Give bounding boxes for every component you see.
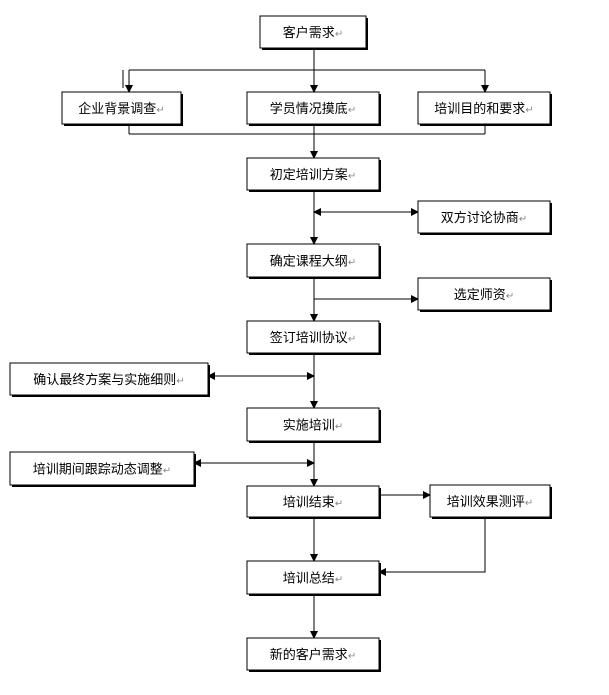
node-box <box>259 15 367 49</box>
paragraph-mark-icon: ↵ <box>519 214 527 225</box>
paragraph-mark-icon: ↵ <box>525 105 533 116</box>
node-box <box>246 91 380 125</box>
node-label: 培训期间跟踪动态调整↵ <box>33 462 171 478</box>
node-box <box>246 485 380 518</box>
paragraph-mark-icon: ↵ <box>348 258 356 269</box>
node-track-adjust: 培训期间跟踪动态调整↵ <box>9 451 196 487</box>
node-label: 签订培训协议↵ <box>270 330 356 346</box>
node-label: 培训结束↵ <box>283 495 343 511</box>
node-company-background: 企业背景调查↵ <box>61 91 183 126</box>
paragraph-mark-icon: ↵ <box>335 422 343 433</box>
node-label: 培训效果测评↵ <box>447 494 533 510</box>
node-box <box>9 451 195 486</box>
paragraph-mark-icon: ↵ <box>525 498 533 509</box>
node-label: 初定培训方案↵ <box>270 167 356 183</box>
node-customer-demand: 客户需求↵ <box>259 15 368 50</box>
node-box <box>417 277 551 311</box>
node-label: 实施培训↵ <box>283 418 343 434</box>
paragraph-mark-icon: ↵ <box>156 105 164 116</box>
node-label: 学员情况摸底↵ <box>270 101 356 117</box>
paragraph-mark-icon: ↵ <box>335 29 343 40</box>
node-box <box>246 243 380 278</box>
node-box <box>246 637 380 671</box>
node-label: 确定课程大纲↵ <box>270 255 356 270</box>
node-evaluation: 培训效果测评↵ <box>429 484 552 519</box>
connector-lines <box>122 48 489 639</box>
node-box <box>61 91 182 125</box>
node-box <box>429 484 551 518</box>
node-label: 客户需求↵ <box>283 25 343 41</box>
node-box <box>246 320 380 354</box>
connector-line <box>378 517 486 576</box>
flow-nodes: 客户需求↵ 企业背景调查↵ 学员情况摸底↵ 培训目的和要求↵ 初定培训方案↵ 双方讨论协商… <box>9 15 552 672</box>
node-trainee-survey: 学员情况摸底↵ <box>246 91 381 126</box>
paragraph-mark-icon: ↵ <box>348 171 356 182</box>
paragraph-mark-icon: ↵ <box>163 466 171 477</box>
node-box <box>246 157 380 191</box>
node-select-teacher: 选定师资↵ <box>417 277 552 312</box>
node-confirm-plan: 确认最终方案与实施细则↵ <box>9 362 210 397</box>
node-summary: 培训总结↵ <box>246 560 381 596</box>
node-box <box>246 560 380 595</box>
node-label: 选定师资↵ <box>454 288 514 303</box>
node-sign-agreement: 签订培训协议↵ <box>246 320 381 355</box>
paragraph-mark-icon: ↵ <box>348 651 356 662</box>
node-training-end: 培训结束↵ <box>246 485 381 519</box>
node-course-outline: 确定课程大纲↵ <box>246 243 381 279</box>
paragraph-mark-icon: ↵ <box>335 499 343 510</box>
node-initial-plan: 初定培训方案↵ <box>246 157 381 192</box>
node-label: 确认最终方案与实施细则↵ <box>33 372 184 388</box>
paragraph-mark-icon: ↵ <box>506 291 514 302</box>
paragraph-mark-icon: ↵ <box>348 105 356 116</box>
node-label: 培训目的和要求↵ <box>434 101 533 117</box>
node-box <box>417 200 551 234</box>
node-box <box>417 91 551 125</box>
node-label: 新的客户需求↵ <box>270 647 356 663</box>
paragraph-mark-icon: ↵ <box>335 575 343 586</box>
node-discussion: 双方讨论协商↵ <box>417 200 552 235</box>
node-box <box>246 407 380 442</box>
paragraph-mark-icon: ↵ <box>176 376 184 387</box>
node-label: 双方讨论协商↵ <box>441 210 527 226</box>
node-training-goals: 培训目的和要求↵ <box>417 91 552 126</box>
paragraph-mark-icon: ↵ <box>348 334 356 345</box>
node-label: 培训总结↵ <box>283 571 343 587</box>
node-box <box>9 362 209 396</box>
node-new-demand: 新的客户需求↵ <box>246 637 381 672</box>
node-implement: 实施培训↵ <box>246 407 381 443</box>
node-label: 企业背景调查↵ <box>78 101 164 117</box>
